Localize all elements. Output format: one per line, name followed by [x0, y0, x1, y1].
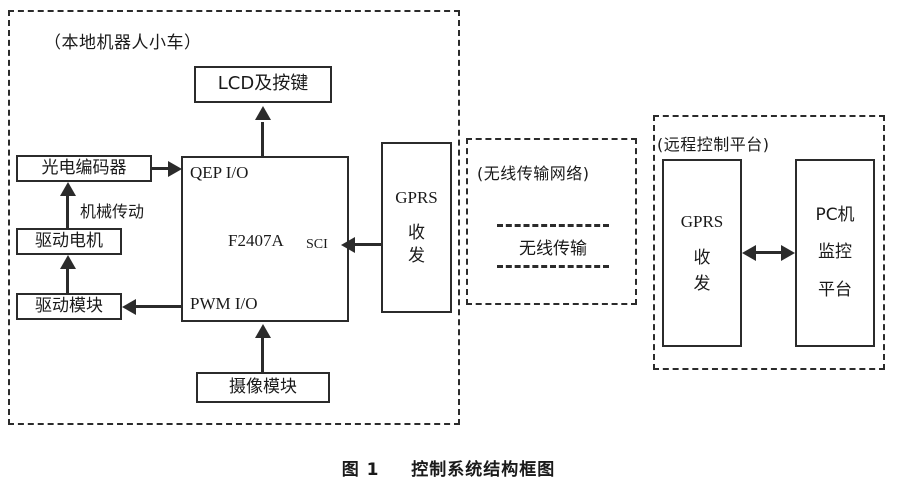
connector-driver-to-motor [66, 269, 69, 293]
block-drive-motor-label: 驱动电机 [35, 230, 103, 251]
mcu-port-qep: QEP I/O [190, 163, 249, 182]
arrow-local-gprs-to-mcu [341, 237, 355, 253]
arrow-camera-to-mcu [255, 324, 271, 338]
region-local-robot-label: （本地机器人小车） [44, 33, 202, 53]
block-driver-module: 驱动模块 [16, 293, 122, 320]
arrow-remote-pc-to-gprs [742, 245, 756, 261]
block-local-gprs: GPRS 收 发 [381, 142, 452, 313]
mcu-chip-name: F2407A [228, 231, 284, 250]
wireless-transmission-channel-label: 无线传输 [519, 238, 587, 259]
wireless-transmission-channel: 无线传输 [497, 224, 609, 268]
region-wireless-network-label: (无线传输网络) [477, 164, 590, 183]
block-remote-gprs-line1: GPRS [680, 211, 724, 231]
block-camera-module-label: 摄像模块 [229, 376, 297, 397]
connector-local-gprs-to-mcu [355, 243, 381, 246]
block-camera-module: 摄像模块 [196, 372, 330, 403]
block-lcd-and-keys-label: LCD及按键 [217, 73, 309, 95]
block-pc-line2: 监控 [818, 242, 852, 263]
connector-mcu-to-lcd [261, 122, 264, 158]
arrow-mcu-to-lcd [255, 106, 271, 120]
block-pc-line3: 平台 [818, 279, 852, 300]
arrow-driver-to-motor [60, 255, 76, 269]
block-pc-monitoring-platform: PC机 监控 平台 [795, 159, 875, 347]
block-local-gprs-line2: 收 [408, 222, 425, 243]
block-pc-line1: PC机 [815, 204, 855, 225]
figure-caption-title: 控制系统结构框图 [411, 460, 556, 480]
connector-encoder-to-mcu [152, 167, 176, 170]
arrow-motor-to-encoder [60, 182, 76, 196]
region-remote-platform-label: (远程控制平台) [657, 135, 770, 154]
figure-caption: 图 1 控制系统结构框图 [0, 455, 897, 480]
block-drive-motor: 驱动电机 [16, 228, 122, 255]
arrow-mcu-to-driver [122, 299, 136, 315]
block-remote-gprs: GPRS 收 发 [662, 159, 742, 347]
block-lcd-and-keys: LCD及按键 [194, 66, 332, 103]
annotation-mechanical-transmission: 机械传动 [80, 202, 145, 221]
region-remote-platform [653, 115, 885, 370]
mcu-port-sci: SCI [306, 237, 328, 252]
arrow-encoder-to-mcu [168, 161, 182, 177]
block-remote-gprs-line2: 收 [693, 248, 711, 269]
connector-motor-to-encoder [66, 196, 69, 228]
block-driver-module-label: 驱动模块 [35, 295, 103, 316]
block-remote-gprs-line3: 发 [693, 273, 711, 294]
block-local-gprs-line3: 发 [408, 246, 425, 267]
connector-camera-to-mcu [261, 338, 264, 372]
connector-mcu-to-driver [136, 305, 181, 308]
figure-caption-number: 图 1 [341, 460, 380, 480]
region-wireless-network [466, 138, 637, 305]
mcu-port-pwm: PWM I/O [190, 294, 258, 313]
block-mcu-f2407a [181, 156, 349, 322]
region-local-robot [8, 10, 460, 425]
block-local-gprs-line1: GPRS [395, 188, 438, 208]
block-photoelectric-encoder-label: 光电编码器 [41, 157, 127, 178]
connector-remote-gprs-to-pc [752, 251, 786, 254]
arrow-remote-gprs-to-pc [781, 245, 795, 261]
block-photoelectric-encoder: 光电编码器 [16, 155, 152, 182]
